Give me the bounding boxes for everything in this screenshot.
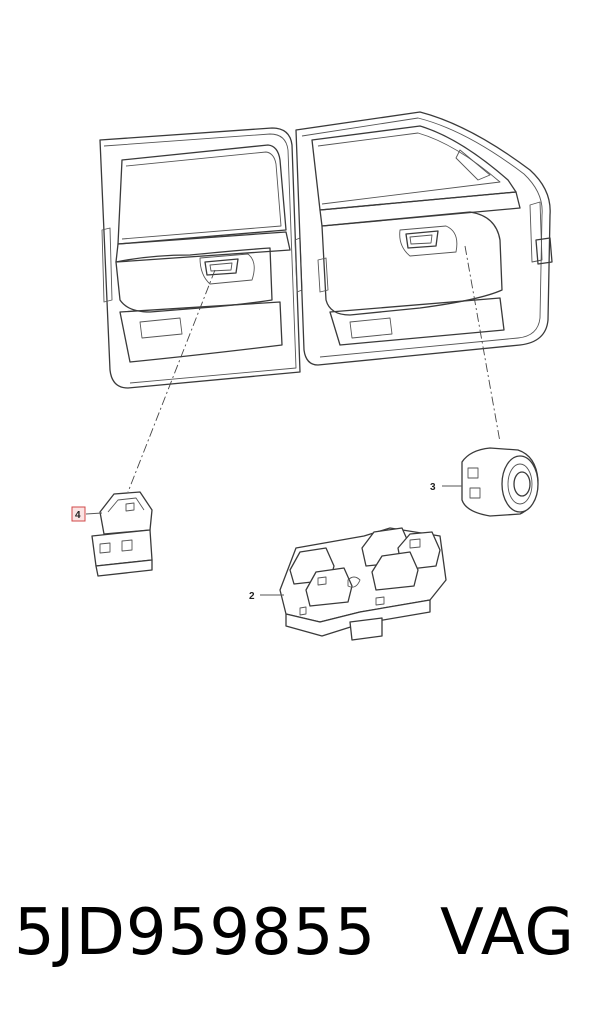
brand-name: VAG — [440, 896, 575, 970]
callout-4-pointer — [85, 512, 103, 515]
part-3-mirror-switch — [461, 447, 539, 517]
leader-line-3 — [464, 245, 501, 443]
part-4-single-switch — [91, 491, 153, 577]
part-number: 5JD959855 — [14, 896, 377, 970]
front-door-illustration — [295, 111, 553, 366]
callout-3-label: 3 — [430, 482, 436, 493]
callout-2-label: 2 — [249, 591, 255, 602]
rear-door-illustration — [99, 127, 303, 389]
callout-4-label: 4 — [75, 510, 81, 521]
callout-4-box[interactable] — [71, 506, 86, 522]
leader-line-4 — [127, 269, 216, 493]
parts-diagram: 4 3 2 — [71, 111, 553, 641]
part-number-line: 5JD959855 VAG — [14, 888, 594, 978]
part-2-master-switch — [279, 527, 447, 641]
